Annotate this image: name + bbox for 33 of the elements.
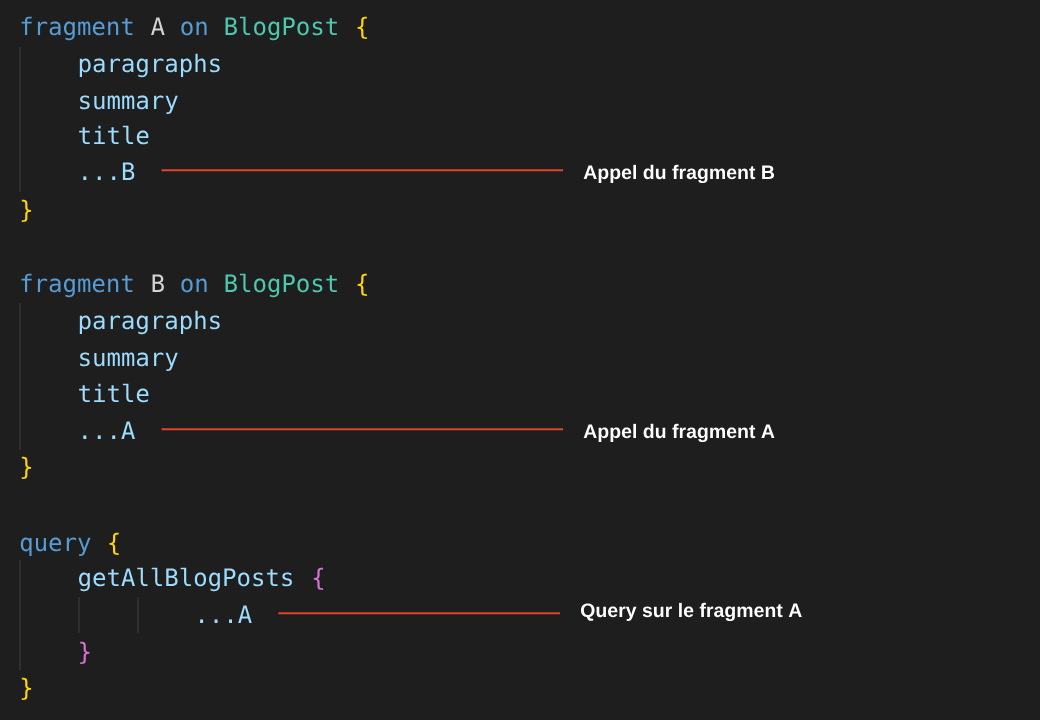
code-text: }: [80, 641, 90, 664]
leader-line: [277, 612, 561, 615]
code-text: ...A: [200, 605, 252, 623]
code-text: }: [21, 456, 32, 479]
code-text: {: [109, 532, 119, 555]
code-text: summary: [80, 95, 178, 114]
code-text: paragraphs: [79, 53, 220, 78]
code-text: on: [181, 278, 207, 293]
code-text: title: [79, 383, 149, 403]
code-text: getAllBlogPosts: [79, 567, 292, 592]
code-text: summary: [80, 352, 178, 371]
code-text: ...B: [83, 162, 135, 180]
code-text: }: [21, 677, 32, 700]
code-text: }: [21, 199, 32, 222]
code-text: title: [79, 125, 149, 145]
leader-line: [160, 428, 564, 431]
code-text: {: [313, 567, 324, 590]
code-text: ...A: [83, 421, 135, 439]
code-text: BlogPost: [225, 16, 337, 41]
leader-line: [160, 169, 564, 172]
code-text: fragment: [21, 16, 133, 41]
code-text: paragraphs: [79, 310, 220, 335]
annotation-text: Appel du fragment A: [583, 423, 775, 443]
code-text: fragment: [21, 273, 133, 298]
code-text: B: [152, 274, 164, 292]
annotation-text: Query sur le fragment A: [581, 602, 802, 622]
code-text: {: [357, 273, 367, 296]
code-text: {: [357, 16, 367, 39]
annotation-text: Appel du fragment B: [583, 164, 775, 184]
code-text: query: [20, 537, 91, 557]
code-text: A: [151, 17, 165, 35]
code-text: on: [181, 21, 207, 36]
code-text: BlogPost: [225, 273, 337, 298]
